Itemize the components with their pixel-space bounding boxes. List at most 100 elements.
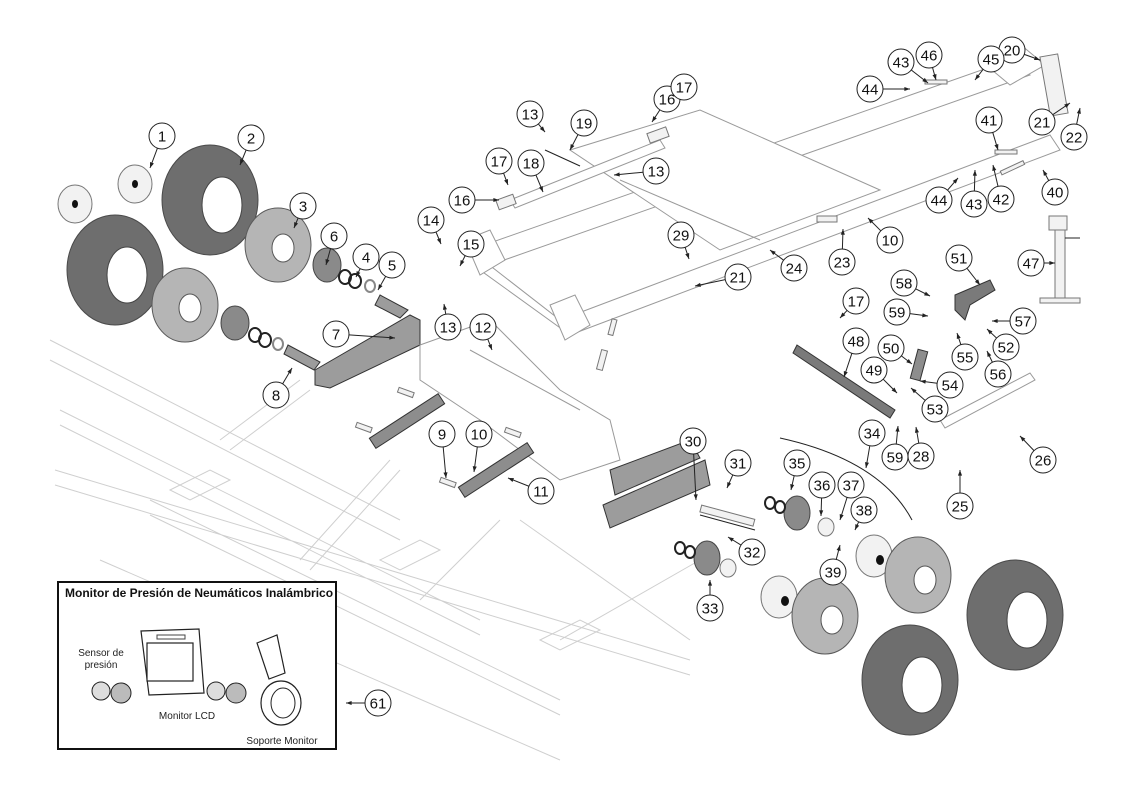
arrowhead-icon <box>472 466 477 472</box>
arrowhead-icon <box>539 126 545 132</box>
arrowhead-icon <box>1043 170 1048 176</box>
callout-number: 21 <box>1034 115 1051 132</box>
callout-48: 48 <box>842 327 870 355</box>
arrowhead-icon <box>994 144 999 150</box>
callout-number: 59 <box>887 450 904 467</box>
callout-circle <box>951 343 979 371</box>
callout-40: 40 <box>1041 178 1069 206</box>
arrowhead-icon <box>992 318 998 324</box>
callout-circle <box>850 496 878 524</box>
callout-circle <box>921 395 949 423</box>
callout-13a: 13 <box>516 100 544 128</box>
callout-57: 57 <box>1009 307 1037 335</box>
callout-number: 42 <box>993 192 1010 209</box>
callout-number: 2 <box>247 131 255 148</box>
callout-17c: 17 <box>842 287 870 315</box>
callout-leaders <box>149 53 1081 706</box>
arrowhead-icon <box>240 159 245 165</box>
callout-leader-7 <box>348 334 396 339</box>
callout-20: 20 <box>998 36 1026 64</box>
inset-title: Monitor de Presión de Neumáticos Inalámb… <box>65 586 334 600</box>
arrowhead-icon <box>695 282 701 287</box>
callout-number: 32 <box>744 545 761 562</box>
callout-number: 59 <box>889 305 906 322</box>
callout-13b: 13 <box>642 157 670 185</box>
callout-33: 33 <box>696 594 724 622</box>
arrowhead-icon <box>770 250 776 256</box>
callout-50: 50 <box>877 334 905 362</box>
callout-circle <box>890 269 918 297</box>
callout-circle <box>428 420 456 448</box>
callout-number: 41 <box>981 113 998 130</box>
arrowhead-icon <box>1064 103 1070 108</box>
callout-circle <box>1028 108 1056 136</box>
callout-number: 10 <box>882 233 899 250</box>
callout-number: 17 <box>491 154 508 171</box>
callout-7: 7 <box>322 320 350 348</box>
callout-10a: 10 <box>465 420 493 448</box>
callout-circle <box>667 221 695 249</box>
callout-51: 51 <box>945 244 973 272</box>
callout-circle <box>837 471 865 499</box>
jack-and-bracket-parts <box>792 215 1081 429</box>
arrowhead-icon <box>906 358 912 364</box>
callout-number: 56 <box>990 367 1007 384</box>
arrowhead-icon <box>974 279 980 285</box>
arrowhead-icon <box>504 179 508 185</box>
callout-circle <box>780 254 808 282</box>
arrowhead-icon <box>488 344 492 350</box>
callout-9: 9 <box>428 420 456 448</box>
arrowhead-icon <box>864 462 869 468</box>
callout-circle <box>915 41 943 69</box>
callout-31: 31 <box>724 449 752 477</box>
callout-55: 55 <box>951 343 979 371</box>
callout-circle <box>842 327 870 355</box>
callout-circle <box>783 449 811 477</box>
callout-circle <box>977 45 1005 73</box>
top-link-assembly <box>495 126 670 211</box>
callout-circle <box>516 100 544 128</box>
callout-41: 41 <box>975 106 1003 134</box>
callout-circle <box>960 190 988 218</box>
arrowhead-icon <box>957 470 963 476</box>
callout-circle <box>434 313 462 341</box>
callout-54: 54 <box>936 371 964 399</box>
callout-12: 12 <box>469 313 497 341</box>
callout-number: 13 <box>440 320 457 337</box>
arrowhead-icon <box>987 351 992 357</box>
callout-circle <box>876 226 904 254</box>
arrowhead-icon <box>911 388 917 394</box>
callout-21a: 21 <box>1028 108 1056 136</box>
arrowhead-icon <box>922 313 928 318</box>
callout-53: 53 <box>921 395 949 423</box>
arrowhead-icon <box>493 197 499 203</box>
callout-circle <box>417 206 445 234</box>
callout-circle <box>457 230 485 258</box>
callout-number: 10 <box>471 427 488 444</box>
arrowhead-icon <box>356 271 361 277</box>
arrowhead-icon <box>972 170 977 176</box>
arrowhead-icon <box>727 482 732 488</box>
lcd-monitor-icon <box>140 628 205 696</box>
lcd-monitor-label: Monitor LCD <box>158 711 216 722</box>
tpms-illustration <box>91 628 302 726</box>
callout-circle <box>1009 307 1037 335</box>
callout-circle <box>527 477 555 505</box>
callout-35: 35 <box>783 449 811 477</box>
arrowhead-icon <box>1049 260 1055 266</box>
callout-number: 21 <box>730 270 747 287</box>
callout-number: 5 <box>388 258 396 275</box>
callout-46: 46 <box>915 41 943 69</box>
arrowhead-icon <box>975 74 981 80</box>
callout-number: 9 <box>438 427 446 444</box>
right-wheel-assembly <box>602 437 1064 736</box>
callout-number: 16 <box>454 193 471 210</box>
callout-circle <box>352 243 380 271</box>
callout-24: 24 <box>780 254 808 282</box>
arrowhead-icon <box>1076 108 1081 114</box>
arrowhead-icon <box>460 260 465 266</box>
callout-43b: 43 <box>960 190 988 218</box>
callout-number: 55 <box>957 350 974 367</box>
callout-circle <box>148 122 176 150</box>
